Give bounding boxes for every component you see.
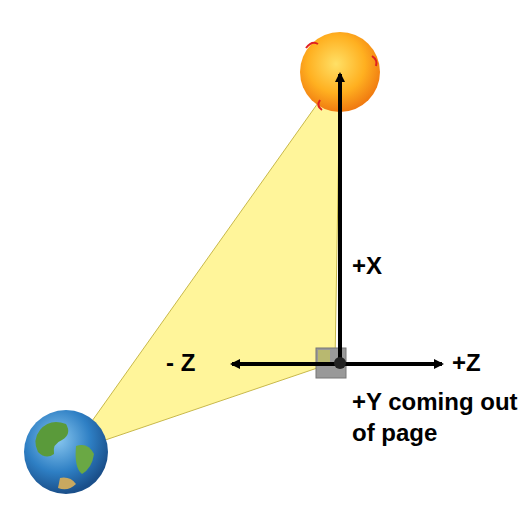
view-triangle (70, 72, 340, 452)
earth-figure (24, 410, 108, 494)
axis-note: +Y coming out of page (352, 386, 522, 448)
origin-shade (318, 350, 330, 362)
x-axis-arrow (338, 74, 342, 362)
origin-dot (334, 357, 346, 369)
pos-z-axis-arrow (340, 362, 442, 366)
axis-label: - Z (166, 347, 195, 378)
axis-label: +X (352, 250, 382, 281)
neg-z-axis-arrow (232, 362, 340, 366)
axis-label: +Z (452, 347, 481, 378)
